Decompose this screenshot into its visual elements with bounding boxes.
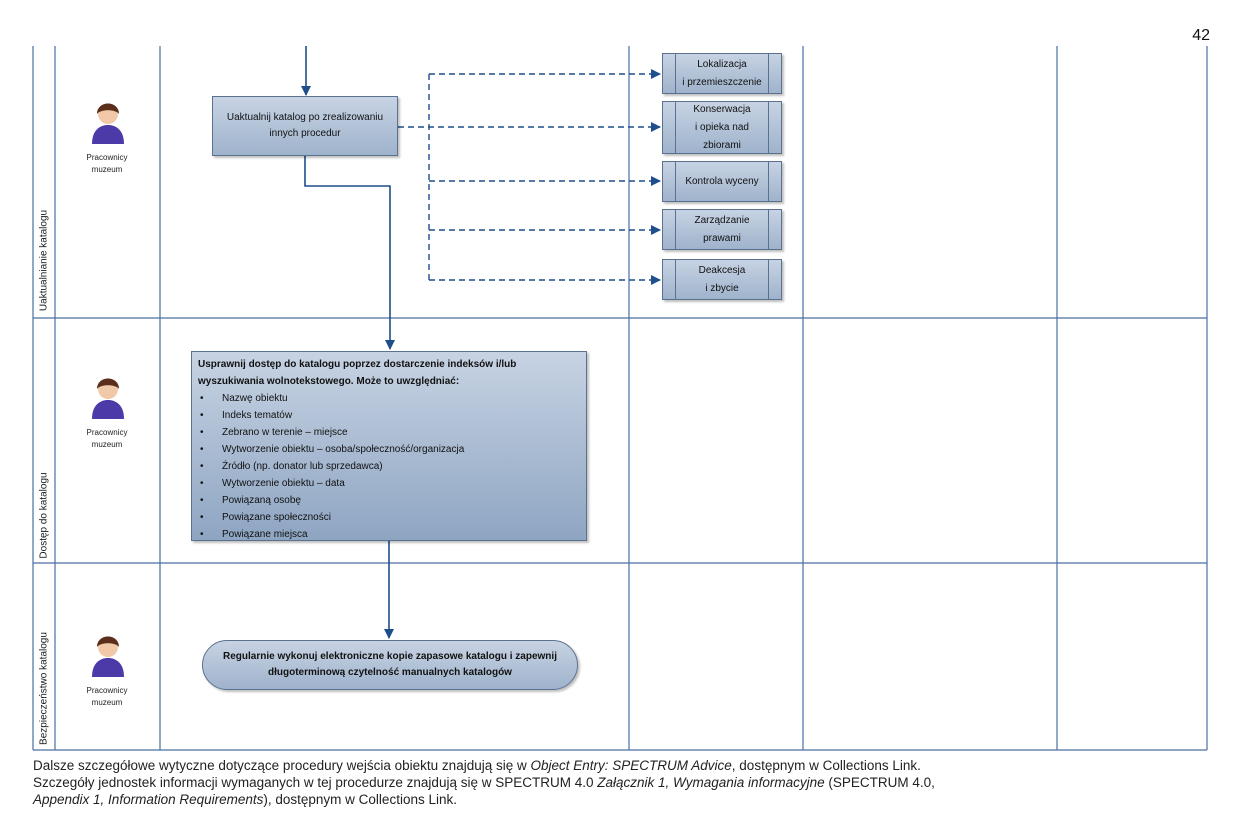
list-item: Powiązane społeczności [198,509,580,526]
list-item: Zebrano w terenie – miejsce [198,424,580,441]
list-item: Źródło (np. donator lub sprzedawca) [198,458,580,475]
list-item: Nazwę obiektu [198,390,580,407]
arrow-update-to-access [304,156,395,350]
page-number: 42 [1192,27,1210,44]
procedure-valuation-box: Kontrola wyceny [662,161,782,202]
list-item: Wytworzenie obiektu – data [198,475,580,492]
lane-title-security: Bezpieczeństwo katalogu [38,632,50,745]
solid-connectors [301,46,395,639]
person-icon [92,103,124,144]
access-heading: Usprawnij dostęp do katalogu poprzez dos… [198,359,517,387]
list-item: Wytworzenie obiektu – osoba/społeczność/… [198,441,580,458]
lane-title-update: Uaktualnianie katalogu [38,209,50,312]
person-icon [92,636,124,677]
access-list: Nazwę obiektu Indeks tematów Zebrano w t… [198,390,580,543]
catalog-backup-box: Regularnie wykonuj elektroniczne kopie z… [202,640,578,690]
dashed-connectors [398,69,661,285]
lane-grid [32,46,1208,751]
catalog-access-box: Usprawnij dostęp do katalogu poprzez dos… [191,351,587,543]
list-item: Powiązane miejsca [198,526,580,543]
list-item: Indeks tematów [198,407,580,424]
footer-note: Dalsze szczegółowe wytyczne dotyczące pr… [33,758,935,807]
person-icon [92,378,124,419]
lane-title-access: Dostęp do katalogu [38,472,50,559]
list-item: Powiązaną osobę [198,492,580,509]
